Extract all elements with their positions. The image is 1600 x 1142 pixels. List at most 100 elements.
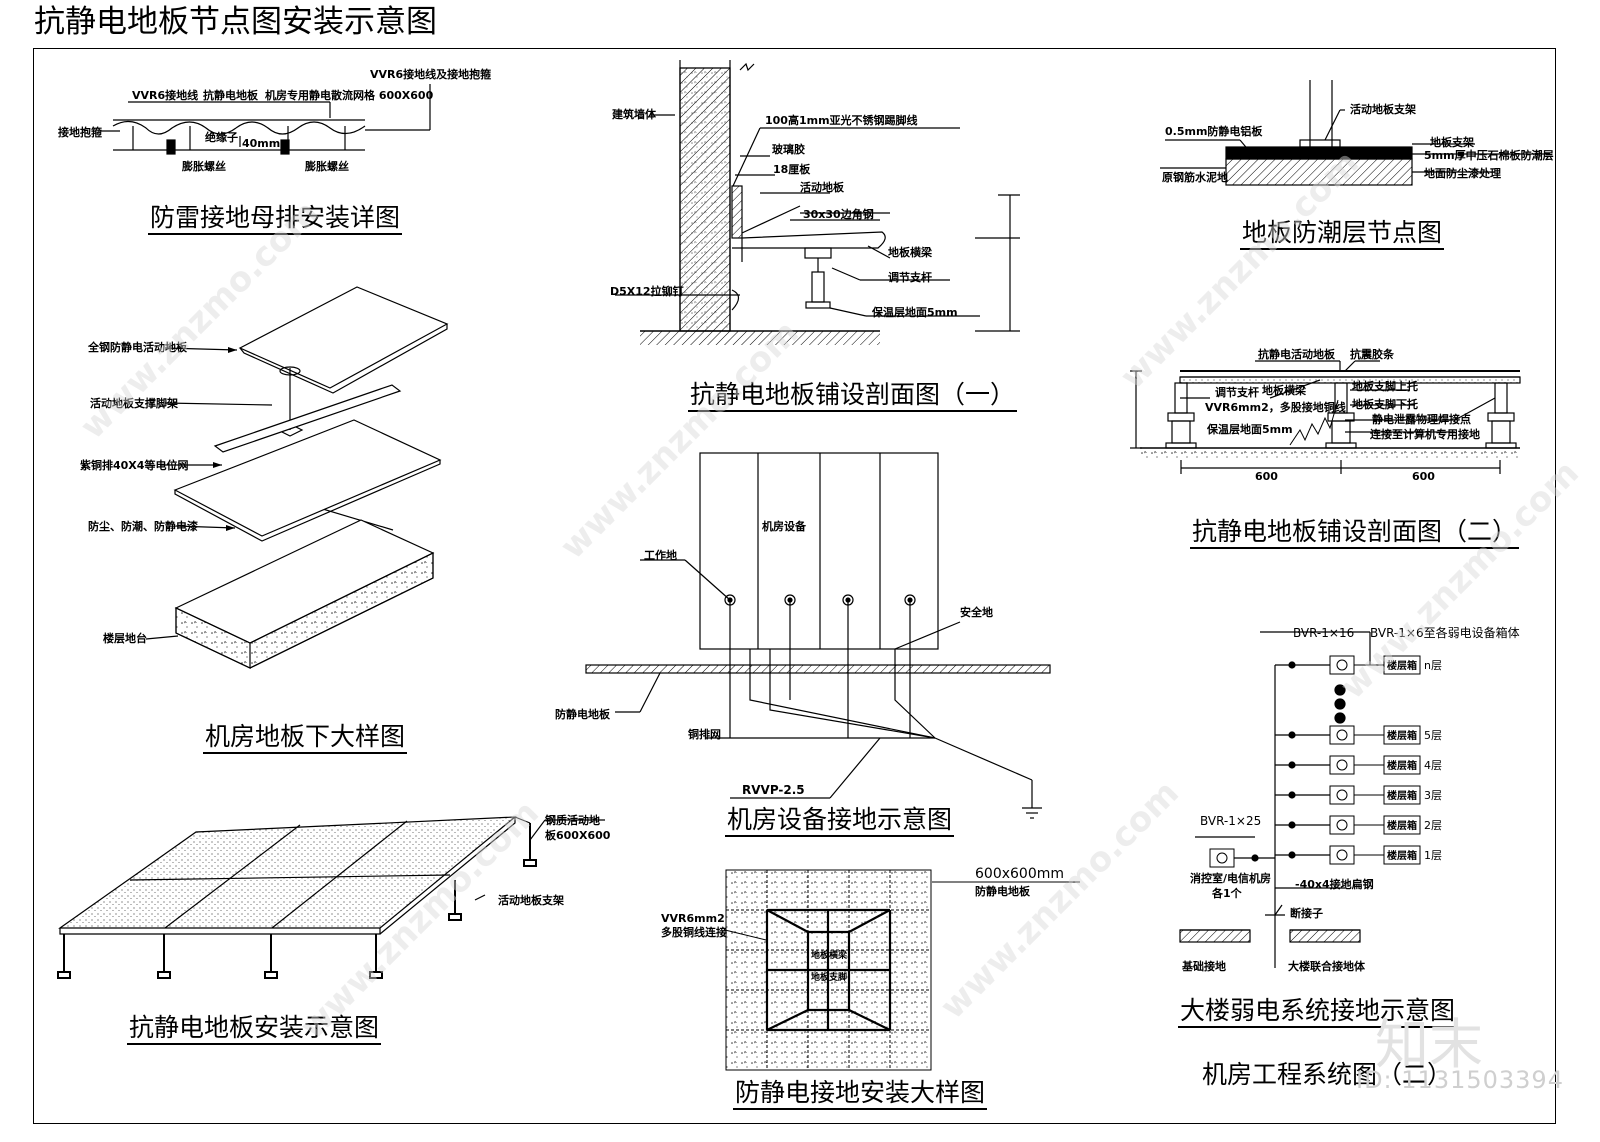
ground-terminal-icon	[1329, 755, 1355, 775]
label-upper-bracket: 地板支脚上托	[1352, 380, 1418, 393]
caption-equip-ground: 机房设备接地示意图	[725, 805, 955, 837]
image-id-label: ID: 1131503394	[1356, 1066, 1564, 1094]
label-dustproof: 地面防尘漆处理	[1424, 167, 1501, 180]
ground-terminal-icon	[1329, 845, 1355, 865]
floor-box-label: 楼层箱	[1387, 849, 1417, 862]
label-size600: 600x600mm	[975, 866, 1065, 882]
label-vvr6-clamp: VVR6接地线及接地抱箍	[370, 68, 492, 81]
label-adjust: 调节支杆	[888, 271, 932, 284]
moisture-layer	[1160, 80, 1550, 186]
label-al-foil: 0.5mm防静电铝板	[1165, 125, 1263, 138]
label-skirting: 100高1mm亚光不锈钢踢脚线	[765, 114, 918, 127]
label-bvr25: BVR-1×25	[1200, 814, 1262, 828]
floor-box-label: 楼层箱	[1387, 659, 1417, 672]
caption-ground-detail: 防静电接地安装大样图	[733, 1078, 988, 1110]
floor-box	[1383, 755, 1421, 775]
label-allsteel: 全钢防静电活动地板	[88, 341, 187, 354]
label-vvr6-ground: VVR6接地线	[132, 89, 199, 102]
ground-terminal-icon	[1329, 785, 1355, 805]
floor-box-label: 楼层箱	[1387, 729, 1417, 742]
label-beam2: 地板横梁	[811, 951, 848, 961]
floor-box-label: 楼层箱	[1387, 759, 1417, 772]
floor-row: 楼层箱 2层	[1329, 815, 1442, 835]
label-multistrand: 多股铜线连接	[661, 926, 727, 939]
label-joint-ground: 大楼联合接地体	[1288, 960, 1365, 973]
label-steel40: -40x4接地扁钢	[1295, 878, 1374, 891]
label-floor-bracket: 地板支架	[1430, 136, 1474, 149]
floor-row: 楼层箱 1层	[1329, 845, 1442, 865]
label-dust: 防尘、防潮、防静电漆	[88, 520, 198, 533]
label-angle: 30x30边角钢	[803, 208, 874, 221]
floor-installation-view	[57, 816, 605, 979]
label-shockproof: 抗震胶条	[1350, 348, 1394, 361]
label-dim600b: 600	[1412, 470, 1435, 483]
label-vvr6mm2: VVR6mm2	[661, 912, 725, 925]
label-equipment: 机房设备	[762, 520, 806, 533]
floor-level-label: 1层	[1424, 849, 1442, 862]
label-concrete: 原钢筋水泥地	[1162, 171, 1228, 184]
label-support: 活动地板支撑脚架	[90, 397, 178, 410]
page-title: 抗静电地板节点图安装示意图	[34, 4, 437, 40]
label-rvvp: RVVP-2.5	[742, 783, 805, 797]
label-room-mesh: 机房专用静电散流网格 600X600	[265, 89, 434, 102]
label-insul2: 保温层地面5mm	[1207, 423, 1293, 436]
label-lower-bracket: 地板支脚下托	[1352, 398, 1418, 411]
ground-detail-grid	[724, 869, 1080, 1071]
label-wall: 建筑墙体	[612, 108, 656, 121]
caption-section-one: 抗静电地板铺设剖面图（一）	[688, 380, 1018, 412]
label-each1: 各1个	[1212, 887, 1242, 900]
label-base-ground: 基础接地	[1182, 960, 1226, 973]
label-dim600a: 600	[1255, 470, 1278, 483]
label-steel-floor-2: 板600X600	[545, 829, 611, 842]
label-active-floor: 活动地板	[800, 181, 844, 194]
label-insulation: 保温层地面5mm	[872, 306, 958, 319]
section-one	[615, 60, 1020, 345]
label-steel-floor-1: 钢质活动地	[545, 814, 600, 827]
label-adjust2: 调节支杆	[1215, 386, 1259, 399]
caption-under-floor: 机房地板下大样图	[203, 722, 408, 754]
label-board5: 5mm厚中压石棉板防潮层	[1424, 149, 1554, 162]
label-emi: 静电泄露物理焊接点	[1372, 413, 1471, 426]
floor-box-label: 楼层箱	[1387, 819, 1417, 832]
fire-room-terminal-icon	[1209, 848, 1235, 868]
under-floor-exploded-view	[145, 286, 449, 669]
label-antistatic-active: 抗静电活动地板	[1258, 348, 1335, 361]
label-terminal: 断接子	[1290, 907, 1323, 920]
label-board18: 18厘板	[773, 163, 811, 176]
label-antistatic-floor: 抗静电地板	[203, 89, 258, 102]
caption-lightning: 防雷接地母排安装详图	[148, 203, 403, 235]
label-antistatic-floor-2: 防静电地板	[555, 708, 610, 721]
floor-box-label: 楼层箱	[1387, 789, 1417, 802]
label-vvr6multi: VVR6mm2，多股接地铜线	[1205, 401, 1346, 414]
floor-box	[1383, 785, 1421, 805]
lightning-busbar-detail	[100, 84, 431, 155]
label-rivet: D5X12拉铆钉	[610, 285, 684, 298]
section-two	[1130, 360, 1521, 474]
floor-row: 楼层箱 4层	[1329, 755, 1442, 775]
label-copper-strip: 紫铜排40X4等电位网	[80, 459, 189, 472]
drawing-frame	[33, 48, 1556, 1124]
label-bvr16: BVR-1×16	[1293, 626, 1355, 640]
floor-box	[1383, 845, 1421, 865]
floor-level-label: 4层	[1424, 759, 1442, 772]
watermark-logo: 知末	[1375, 1013, 1483, 1076]
floor-box	[1383, 815, 1421, 835]
ground-terminal-icon	[1329, 725, 1355, 745]
label-bvr16b: BVR-1×6至各弱电设备箱体	[1370, 626, 1520, 640]
floor-box	[1383, 725, 1421, 745]
label-computer: 连接至计算机专用接地	[1370, 428, 1480, 441]
label-fire-room: 消控室/电信机房	[1190, 872, 1272, 885]
floor-level-label: 2层	[1424, 819, 1442, 832]
label-safety-ground: 安全地	[960, 606, 993, 619]
floor-box	[1383, 655, 1421, 675]
label-active-support: 活动地板支架	[498, 894, 564, 907]
label-expansion-2: 膨胀螺丝	[305, 160, 349, 173]
label-beam3: 地板横梁	[1262, 384, 1306, 397]
ground-terminal-icon	[1329, 815, 1355, 835]
caption-system: 机房工程系统图（二）	[1202, 1060, 1453, 1089]
label-insulator: 绝缘子	[205, 131, 238, 144]
label-expansion-1: 膨胀螺丝	[182, 160, 226, 173]
